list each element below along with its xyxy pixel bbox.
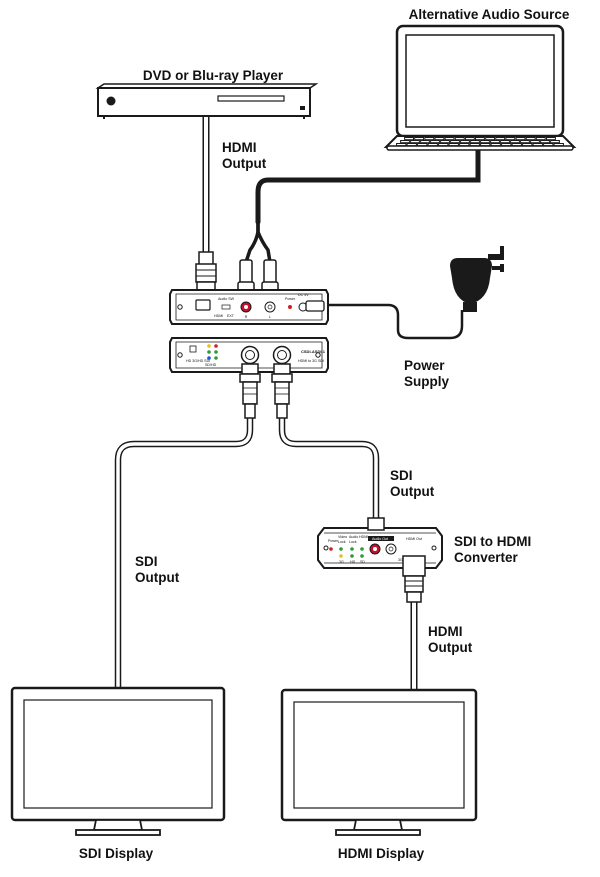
- audio-cable-split-white: [256, 222, 272, 263]
- main-power-label: Power: [285, 297, 296, 301]
- keyboard-key: [440, 140, 450, 144]
- keyboard-key: [424, 137, 435, 141]
- keyboard-key: [454, 137, 465, 141]
- label-hdmi-output-2b: Output: [428, 640, 473, 655]
- sdi-cable-left: [114, 418, 254, 688]
- label-hdmi-display: HDMI Display: [338, 846, 425, 861]
- label-power-b: Supply: [404, 374, 449, 389]
- conv-audio-label: Audio: [349, 535, 358, 539]
- conv-hdmi-label: HDMI: [359, 535, 368, 539]
- keyboard-key: [450, 140, 460, 144]
- keyboard-key: [444, 137, 455, 141]
- power-cable: [322, 303, 464, 340]
- conv-lock-label: Lock: [338, 540, 346, 544]
- bnc-connector-left-icon: [239, 363, 261, 419]
- sdi-hdmi-converter-icon: Power Video Lock Audio Lock HDMI 3G HD S…: [317, 527, 443, 569]
- label-hdmi-output-1a: HDMI: [222, 140, 257, 155]
- hdmi-display-icon: [280, 688, 478, 836]
- label-converter-b: Converter: [454, 550, 519, 565]
- conv-audio-out-label: Audio Out: [372, 537, 388, 541]
- front-sd-label: SD/HD: [205, 363, 217, 367]
- main-device-rear: Audio SW HDMI EXT R L Power DC 5V: [169, 289, 329, 325]
- main-hdmi-label: HDMI: [214, 314, 223, 318]
- laptop-icon: [383, 24, 577, 151]
- keyboard-key: [525, 137, 536, 141]
- label-dvd: DVD or Blu-ray Player: [143, 68, 284, 83]
- conv-sd-label: SD: [360, 560, 365, 564]
- keyboard-key: [414, 137, 425, 141]
- label-sdi-output-left-a: SDI: [135, 554, 158, 569]
- keyboard-key: [550, 140, 560, 144]
- keyboard-key: [430, 140, 440, 144]
- keyboard-key: [434, 137, 445, 141]
- dvd-player-icon: [95, 83, 319, 119]
- keyboard-key: [505, 137, 516, 141]
- label-sdi-output-right-b: Output: [390, 484, 435, 499]
- keyboard-key: [480, 140, 490, 144]
- label-sdi-display: SDI Display: [79, 846, 154, 861]
- keyboard-key: [500, 140, 510, 144]
- label-power-a: Power: [404, 358, 445, 373]
- keyboard-key: [404, 137, 415, 141]
- sdi-display-icon: [10, 686, 226, 836]
- keyboard-key: [485, 137, 496, 141]
- keyboard-key: [464, 137, 475, 141]
- label-hdmi-output-2a: HDMI: [428, 624, 463, 639]
- audio-cable: [255, 145, 481, 225]
- conv-hd-label: HD: [350, 560, 356, 564]
- conv-hdmi-out-label: HDMI Out: [406, 537, 422, 541]
- keyboard-key: [410, 140, 420, 144]
- front-model-label: CSDI-ASDI-1: [301, 349, 326, 354]
- keyboard-key: [495, 137, 506, 141]
- label-hdmi-output-1b: Output: [222, 156, 267, 171]
- keyboard-key: [460, 140, 470, 144]
- conv-3g-label: 3G: [339, 560, 344, 564]
- label-converter-a: SDI to HDMI: [454, 534, 531, 549]
- bnc-connector-converter-icon: [367, 517, 385, 531]
- conv-power-label: Power: [328, 539, 339, 543]
- keyboard-key: [420, 140, 430, 144]
- audio-cable-split-red: [244, 222, 260, 263]
- front-mode-label: HD 3G/HD SDI: [186, 359, 210, 363]
- keyboard-key: [490, 140, 500, 144]
- main-l-label: L: [269, 315, 271, 319]
- hdmi-plug-converter-icon: [402, 555, 426, 603]
- keyboard-key: [400, 140, 410, 144]
- sdi-cable-right: [278, 418, 380, 526]
- keyboard-key: [535, 137, 546, 141]
- keyboard-key: [515, 137, 526, 141]
- keyboard-key: [510, 140, 520, 144]
- keyboard-key: [530, 140, 540, 144]
- keyboard-key: [475, 137, 485, 141]
- label-alt-audio: Alternative Audio Source: [409, 7, 570, 22]
- conv-video-label: Video: [338, 535, 347, 539]
- keyboard-key: [470, 140, 480, 144]
- bnc-connector-right-icon: [271, 363, 293, 419]
- conv-lock2-label: Lock: [349, 540, 357, 544]
- label-sdi-output-right-a: SDI: [390, 468, 413, 483]
- main-ext-label: EXT: [227, 314, 235, 318]
- main-audio-label: Audio SW: [218, 297, 235, 301]
- main-r-label: R: [245, 315, 248, 319]
- main-dc-label: DC 5V: [298, 293, 309, 297]
- front-sub-label: HDMI to 3G SDI: [298, 359, 324, 363]
- power-adapter-icon: [450, 246, 504, 312]
- keyboard-key: [546, 137, 556, 141]
- keyboard-key: [520, 140, 530, 144]
- keyboard-key: [540, 140, 550, 144]
- label-sdi-output-left-b: Output: [135, 570, 180, 585]
